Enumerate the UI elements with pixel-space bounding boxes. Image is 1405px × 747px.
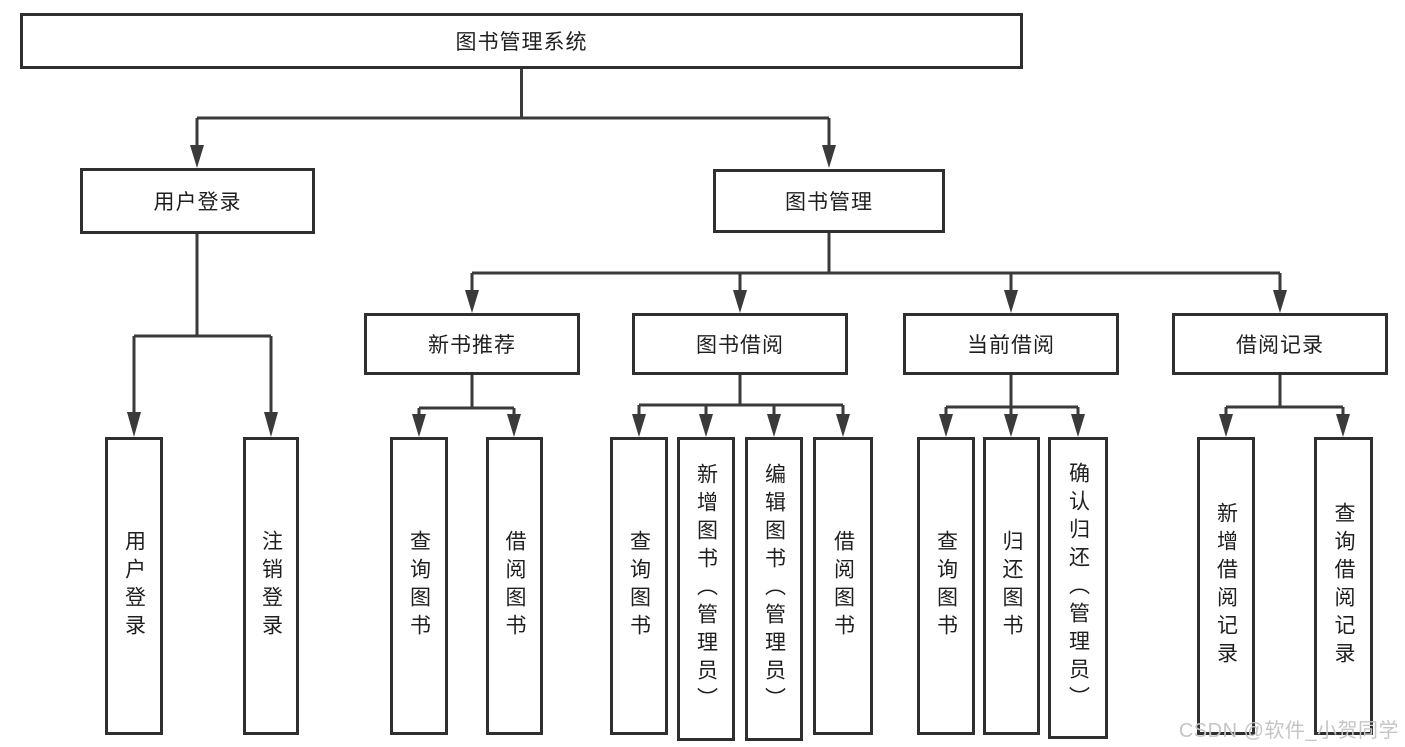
leaf-add-borrow-record: 新增借阅记录 <box>1197 437 1255 735</box>
leaf-user-login-label: 用户登录 <box>122 530 146 642</box>
node-book-management-label: 图书管理 <box>785 191 873 214</box>
leaf-edit-books-admin-label: 编辑图书（管理员） <box>762 463 786 715</box>
leaf-return-books: 归还图书 <box>983 437 1040 735</box>
leaf-add-borrow-record-label: 新增借阅记录 <box>1214 502 1238 670</box>
leaf-logout: 注销登录 <box>243 437 299 735</box>
node-user-login-label: 用户登录 <box>153 191 242 214</box>
node-new-book-recommend-label: 新书推荐 <box>428 334 516 357</box>
leaf-add-books-admin-label: 新增图书（管理员） <box>694 463 718 715</box>
node-user-login: 用户登录 <box>80 168 315 234</box>
node-book-management: 图书管理 <box>713 169 945 233</box>
node-current-borrowing: 当前借阅 <box>903 313 1119 375</box>
leaf-borrow-books-label: 借阅图书 <box>831 530 855 642</box>
leaf-borrow-books-recommend-label: 借阅图书 <box>503 530 526 642</box>
leaf-query-borrow-record-label: 查询借阅记录 <box>1332 502 1355 670</box>
leaf-query-books-borrowing: 查询图书 <box>610 437 668 735</box>
node-library-system: 图书管理系统 <box>20 13 1023 69</box>
node-current-borrowing-label: 当前借阅 <box>967 334 1055 357</box>
node-library-system-label: 图书管理系统 <box>455 31 588 54</box>
node-new-book-recommend: 新书推荐 <box>364 313 580 375</box>
leaf-query-books-recommend: 查询图书 <box>390 437 448 735</box>
node-borrow-records: 借阅记录 <box>1172 313 1388 375</box>
leaf-query-borrow-record: 查询借阅记录 <box>1314 437 1373 735</box>
leaf-user-login: 用户登录 <box>105 437 163 735</box>
leaf-add-books-admin: 新增图书（管理员） <box>677 437 735 741</box>
leaf-confirm-return-admin-label: 确认归还（管理员） <box>1066 462 1090 714</box>
node-borrow-records-label: 借阅记录 <box>1236 334 1324 357</box>
leaf-query-books-borrowing-label: 查询图书 <box>627 530 651 642</box>
leaf-query-books-recommend-label: 查询图书 <box>407 530 431 642</box>
leaf-borrow-books: 借阅图书 <box>813 437 873 735</box>
csdn-watermark: CSDN @软件_小贺同学 <box>1178 720 1399 742</box>
leaf-confirm-return-admin: 确认归还（管理员） <box>1048 437 1108 739</box>
leaf-edit-books-admin: 编辑图书（管理员） <box>745 437 803 741</box>
leaf-query-books-current: 查询图书 <box>917 437 975 735</box>
leaf-return-books-label: 归还图书 <box>1000 530 1023 642</box>
node-book-borrowing-label: 图书借阅 <box>696 334 784 357</box>
node-book-borrowing: 图书借阅 <box>632 313 848 375</box>
leaf-borrow-books-recommend: 借阅图书 <box>486 437 543 735</box>
leaf-query-books-current-label: 查询图书 <box>934 530 958 642</box>
leaf-logout-label: 注销登录 <box>259 530 283 642</box>
